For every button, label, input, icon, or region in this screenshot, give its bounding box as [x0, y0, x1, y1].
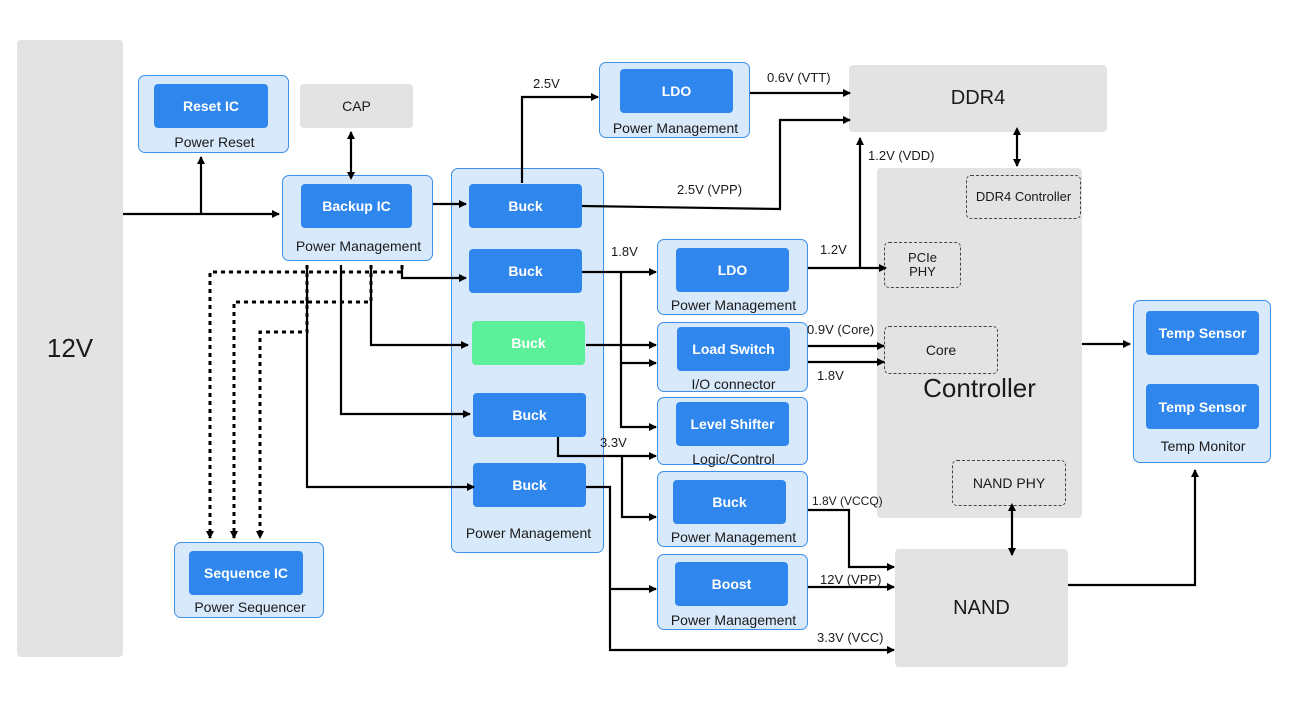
ldo-mid-chip[interactable]: LDO: [676, 248, 789, 292]
level-shifter-caption: Logic/Control: [692, 451, 775, 467]
core-block: Core: [884, 326, 998, 374]
temp-monitor-caption: Temp Monitor: [1160, 438, 1246, 454]
sequence-ic-chip[interactable]: Sequence IC: [189, 551, 303, 595]
level-shifter-group: Level Shifter Logic/Control: [657, 397, 808, 467]
buck-chip-4[interactable]: Buck: [473, 393, 586, 437]
rail-label-1v8-vccq: 1.8V (VCCQ): [812, 494, 883, 508]
pcie-phy-block: PCIe PHY: [884, 242, 961, 288]
ddr4-block: DDR4: [849, 65, 1107, 132]
boost-chip[interactable]: Boost: [675, 562, 788, 606]
nand-block: NAND: [895, 549, 1068, 667]
rail-label-12v-vpp: 12V (VPP): [820, 572, 882, 587]
controller-block: Controller: [877, 168, 1082, 518]
rail-label-1v2: 1.2V: [820, 242, 847, 257]
backup-ic-chip[interactable]: Backup IC: [301, 184, 412, 228]
nand-phy-block: NAND PHY: [952, 460, 1066, 506]
boost-caption: Power Management: [670, 612, 797, 628]
boost-group: Boost Power Management: [657, 554, 808, 630]
controller-label: Controller: [923, 373, 1036, 403]
reset-ic-caption: Power Reset: [174, 134, 255, 150]
buck-vccq-caption: Power Management: [670, 529, 797, 545]
rail-label-1v2-vdd: 1.2V (VDD): [868, 148, 935, 163]
buck-chip-3-active[interactable]: Buck: [472, 321, 585, 365]
rail-label-3v3: 3.3V: [600, 435, 627, 450]
backup-ic-group: Backup IC Power Management: [282, 175, 433, 261]
ldo-mid-group: LDO Power Management: [657, 239, 808, 315]
ldo-mid-caption: Power Management: [670, 297, 797, 313]
rail-label-1v8-io: 1.8V: [817, 368, 844, 383]
load-switch-caption: I/O connector: [691, 376, 776, 392]
rail-label-2v5-vpp: 2.5V (VPP): [677, 182, 743, 197]
buck-chip-5[interactable]: Buck: [473, 463, 586, 507]
reset-ic-chip[interactable]: Reset IC: [154, 84, 268, 128]
buck-stack-group: Buck Buck Buck Buck Buck Power Managemen…: [451, 168, 604, 553]
nand-label: NAND: [953, 596, 1010, 619]
ldo-top-chip[interactable]: LDO: [620, 69, 733, 113]
ldo-top-caption: Power Management: [612, 120, 739, 136]
load-switch-group: Load Switch I/O connector: [657, 322, 808, 392]
ddr4-controller-block: DDR4 Controller: [966, 175, 1081, 219]
cap-label: CAP: [342, 98, 371, 114]
buck-chip-1[interactable]: Buck: [469, 184, 582, 228]
rail-label-0v9-core: 0.9V (Core): [807, 322, 875, 337]
load-switch-chip[interactable]: Load Switch: [677, 327, 790, 371]
cap-block: CAP: [300, 84, 413, 128]
input-rail-12v: 12V: [17, 40, 123, 657]
rail-label-1v8: 1.8V: [611, 244, 638, 259]
buck-vccq-group: Buck Power Management: [657, 471, 808, 547]
ldo-top-group: LDO Power Management: [599, 62, 750, 138]
rail-label-0v6-vtt: 0.6V (VTT): [767, 70, 831, 85]
temp-sensor-chip-2[interactable]: Temp Sensor: [1146, 384, 1259, 429]
input-rail-label: 12V: [46, 333, 94, 363]
buck-stack-caption: Power Management: [465, 525, 592, 541]
rail-label-2v5: 2.5V: [533, 76, 560, 91]
temp-sensor-chip-1[interactable]: Temp Sensor: [1146, 311, 1259, 355]
level-shifter-chip[interactable]: Level Shifter: [676, 402, 789, 446]
ddr4-label: DDR4: [950, 87, 1006, 109]
temp-monitor-group: Temp Sensor Temp Sensor Temp Monitor: [1133, 300, 1271, 463]
rail-label-3v3-vcc: 3.3V (VCC): [817, 630, 884, 645]
sequence-ic-caption: Power Sequencer: [194, 599, 306, 615]
buck-chip-2[interactable]: Buck: [469, 249, 582, 293]
buck-vccq-chip[interactable]: Buck: [673, 480, 786, 524]
reset-ic-group: Reset IC Power Reset: [138, 75, 289, 153]
backup-ic-caption: Power Management: [295, 238, 422, 254]
sequence-ic-group: Sequence IC Power Sequencer: [174, 542, 324, 618]
